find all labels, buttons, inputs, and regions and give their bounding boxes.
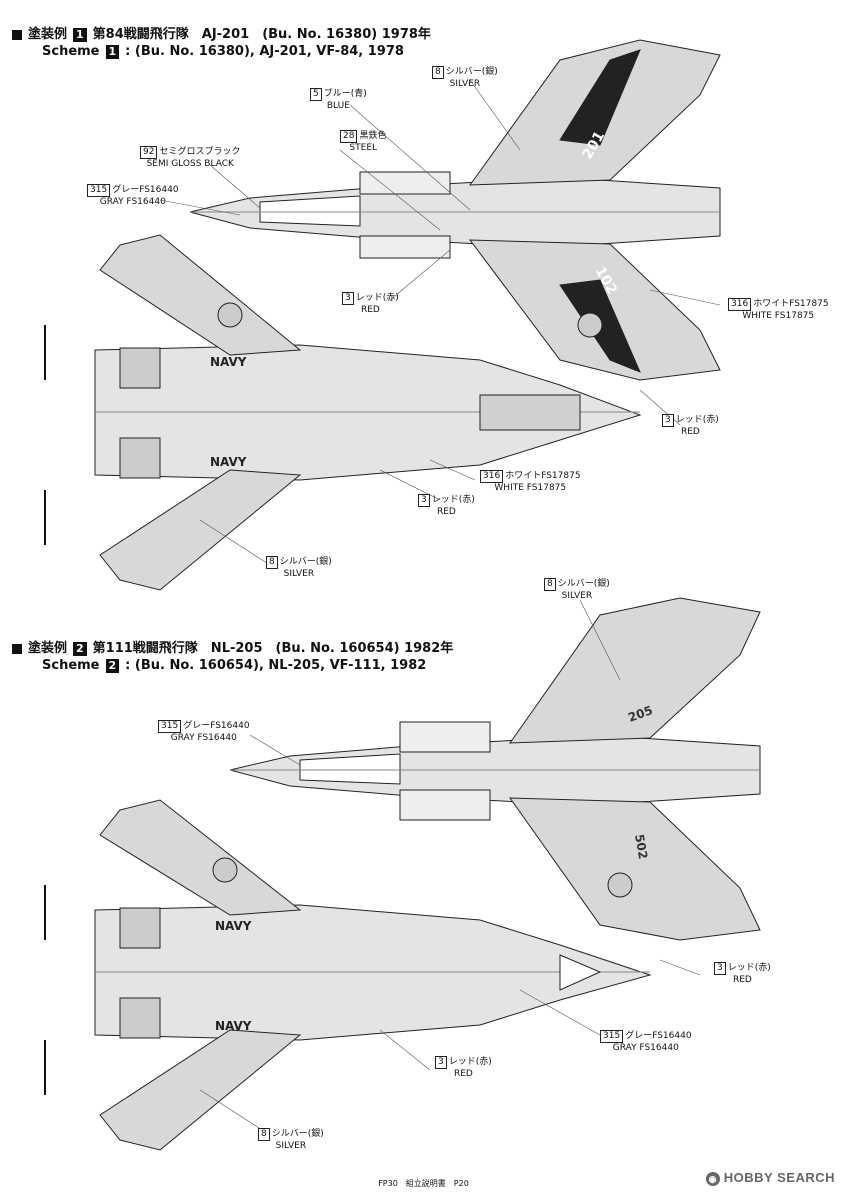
bullet-icon	[12, 643, 22, 654]
scheme1-bottom-view	[94, 234, 642, 591]
scheme2-top-view	[229, 597, 761, 941]
left-marker-bar	[44, 325, 46, 380]
scheme2-title-en: Scheme 2 : (Bu. No. 160654), NL-205, VF-…	[42, 658, 427, 673]
left-marker-bar	[44, 885, 46, 940]
bullet-icon	[12, 29, 22, 40]
page-footer: FP30 組立説明書 P20	[378, 1179, 469, 1188]
scheme2-navy-lower: NAVY	[215, 1019, 252, 1033]
scheme1-header: 塗装例 1 第84戦闘飛行隊 AJ-201 (Bu. No. 16380) 19…	[12, 26, 431, 60]
watermark: ◉HOBBY SEARCH	[705, 1170, 835, 1186]
scheme1-title-en: Scheme 1 : (Bu. No. 16380), AJ-201, VF-8…	[42, 44, 404, 59]
scheme2-navy-upper: NAVY	[215, 919, 252, 933]
logo-icon: ◉	[705, 1171, 720, 1186]
scheme2-tail-code-2: 502	[632, 833, 650, 860]
scheme1-navy-upper: NAVY	[210, 355, 247, 369]
scheme2-header: 塗装例 2 第111戦闘飛行隊 NL-205 (Bu. No. 160654) …	[12, 640, 453, 674]
scheme1-title-jp: 塗装例 1 第84戦闘飛行隊 AJ-201 (Bu. No. 16380) 19…	[12, 26, 431, 43]
scheme2-title-jp: 塗装例 2 第111戦闘飛行隊 NL-205 (Bu. No. 160654) …	[12, 640, 453, 657]
scheme1-navy-lower: NAVY	[210, 455, 247, 469]
left-marker-bar	[44, 490, 46, 545]
left-marker-bar	[44, 1040, 46, 1095]
scheme1-top-view	[189, 39, 721, 381]
